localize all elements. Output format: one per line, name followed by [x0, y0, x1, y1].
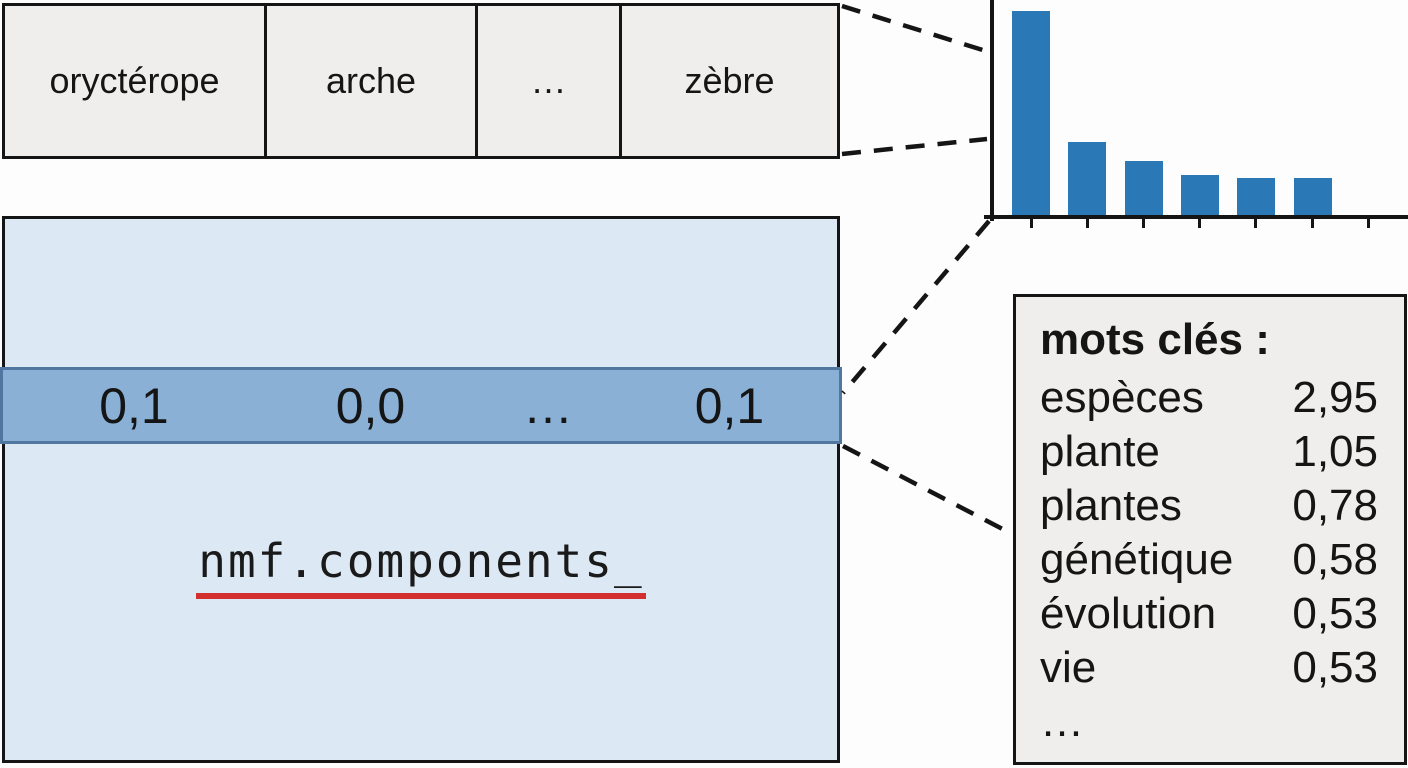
- matrix-row-cell: 0,1: [99, 377, 169, 434]
- keyword-row: espèces 2,95: [1040, 371, 1378, 425]
- vocab-cell: arche: [267, 6, 478, 156]
- x-axis-tick: [1086, 219, 1089, 228]
- chart-y-axis: [990, 0, 994, 221]
- keyword-value: 0,78: [1292, 481, 1378, 530]
- keywords-title: mots clés :: [1040, 315, 1270, 364]
- keyword-value: 0,58: [1292, 535, 1378, 584]
- keyword-row: plantes 0,78: [1040, 479, 1378, 533]
- keyword-row: plante 1,05: [1040, 425, 1378, 479]
- bar: [1012, 11, 1050, 215]
- keyword-value: 2,95: [1292, 373, 1378, 422]
- keyword-word: génétique: [1040, 535, 1234, 584]
- keyword-word: plante: [1040, 427, 1160, 476]
- x-axis-tick: [1142, 219, 1145, 228]
- vocab-cell: zèbre: [684, 60, 775, 101]
- keyword-word: espèces: [1040, 373, 1204, 422]
- nmf-components-label: nmf.components_: [196, 534, 646, 599]
- keyword-value: 1,05: [1292, 427, 1378, 476]
- keyword-row: évolution 0,53: [1040, 587, 1378, 641]
- keyword-word: évolution: [1040, 589, 1217, 638]
- bar: [1068, 142, 1106, 215]
- bar: [1294, 178, 1332, 215]
- keyword-word: plantes: [1040, 481, 1182, 530]
- connector-row-top: [841, 219, 991, 395]
- bar: [1125, 161, 1163, 215]
- keywords-ellipsis: …: [1040, 697, 1084, 746]
- x-axis-tick: [1254, 219, 1257, 228]
- x-axis-tick: [1311, 219, 1314, 228]
- connector-header-top: [841, 3, 990, 55]
- vocab-cell: oryctérope: [5, 6, 267, 156]
- connector-header-bottom: [841, 136, 988, 157]
- x-axis-tick: [1030, 219, 1033, 228]
- matrix-highlighted-row: 0,1 0,0 … 0,1: [0, 367, 842, 444]
- bar-chart: [984, 0, 1408, 232]
- topic-matrix: [2, 216, 840, 763]
- keyword-row: génétique 0,58: [1040, 533, 1378, 587]
- x-axis-tick: [1367, 219, 1370, 228]
- chart-x-axis: [984, 215, 1408, 219]
- matrix-row-cell: …: [523, 377, 573, 434]
- x-axis-tick: [1198, 219, 1201, 228]
- vocab-cell: …: [478, 6, 622, 156]
- nmf-label-wrap: nmf.components_: [0, 534, 842, 599]
- connector-row-bottom: [841, 444, 1014, 536]
- keyword-value: 0,53: [1292, 643, 1378, 692]
- keyword-row: vie 0,53: [1040, 641, 1378, 695]
- bar: [1181, 175, 1219, 215]
- keyword-word: vie: [1040, 643, 1097, 692]
- bar: [1237, 178, 1275, 215]
- keyword-value: 0,53: [1292, 589, 1378, 638]
- matrix-row-cell: 0,0: [335, 377, 406, 434]
- matrix-row-cell: 0,1: [694, 377, 765, 434]
